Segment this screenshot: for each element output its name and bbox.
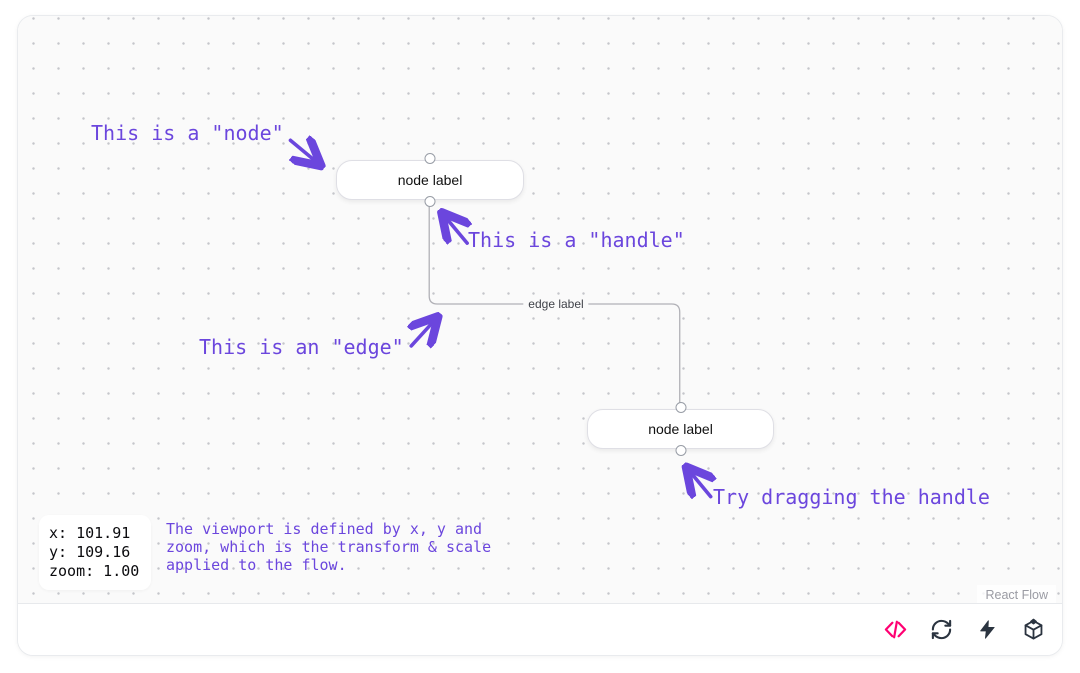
cube-icon [1024,618,1042,640]
code-icon [884,620,906,639]
reactflow-example-card: node label node label edge label This is… [17,15,1063,656]
codesandbox-button[interactable] [1020,617,1046,643]
annotation-edge: This is an "edge" [199,335,404,359]
lightning-icon [979,620,995,639]
reactflow-attribution[interactable]: React Flow [977,585,1056,605]
annotation-drag: Try dragging the handle [713,485,990,509]
node-1-top-handle[interactable] [424,153,436,164]
viewport-description: The viewport is defined by x, y and zoom… [166,520,492,574]
viewport-y-value: y: 109.16 [49,543,131,561]
annotation-node: This is a "node" [91,121,284,145]
flow-canvas[interactable]: node label node label edge label This is… [18,16,1062,605]
annotation-arrow-handle [447,219,467,245]
annotation-arrow-edge [411,323,432,346]
flow-node-2[interactable]: node label [587,402,774,456]
node-2-top-handle[interactable] [675,402,686,413]
edge-label: edge label [523,296,589,312]
annotation-handle: This is a "handle" [468,228,685,252]
viewport-zoom-value: zoom: 1.00 [49,562,140,580]
refresh-icon [931,619,951,640]
flow-node-1[interactable]: node label [336,153,524,207]
annotation-arrow-drag [692,474,711,497]
viewport-x-value: x: 101.91 [49,524,131,542]
annotation-arrow-node [288,140,314,160]
show-code-button[interactable] [882,617,908,643]
example-toolbar [18,603,1062,655]
viewport-panel: x: 101.91 y: 109.16 zoom: 1.00 [39,515,151,590]
stackblitz-button[interactable] [974,617,1000,643]
node-1-bottom-handle[interactable] [424,196,436,207]
reset-example-button[interactable] [928,617,954,643]
node-2-bottom-handle[interactable] [675,445,686,456]
node-label: node label [648,421,713,437]
node-label: node label [397,172,463,188]
